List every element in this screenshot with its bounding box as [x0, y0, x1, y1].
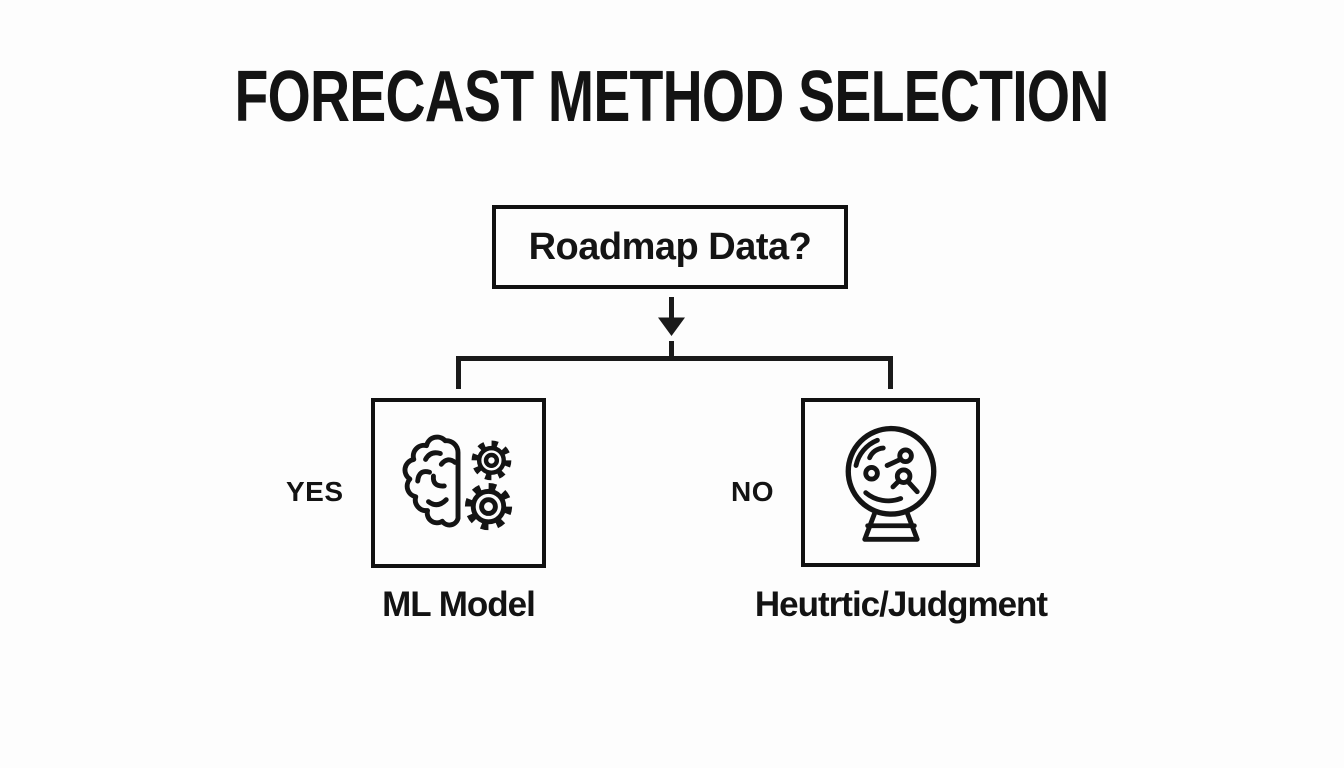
node-heuristic-judgment	[801, 398, 980, 567]
crystal-ball-icon	[845, 425, 936, 542]
page-title: FORECAST METHOD SELECTION	[235, 57, 1110, 137]
node-heuristic-judgment-caption: Heutrtic/Judgment	[754, 585, 1048, 624]
decision-node-roadmap-data: Roadmap Data?	[492, 205, 848, 289]
decision-node-label: Roadmap Data?	[528, 225, 812, 268]
branch-label-no: NO	[731, 476, 774, 507]
brain-gears-icon	[402, 434, 512, 531]
title-wrap: FORECAST METHOD SELECTION	[0, 56, 1344, 138]
branch-label-yes: YES	[286, 476, 344, 507]
node-ml-model	[371, 398, 546, 568]
arrow-head-icon	[658, 317, 685, 336]
node-ml-model-caption: ML Model	[382, 585, 536, 624]
